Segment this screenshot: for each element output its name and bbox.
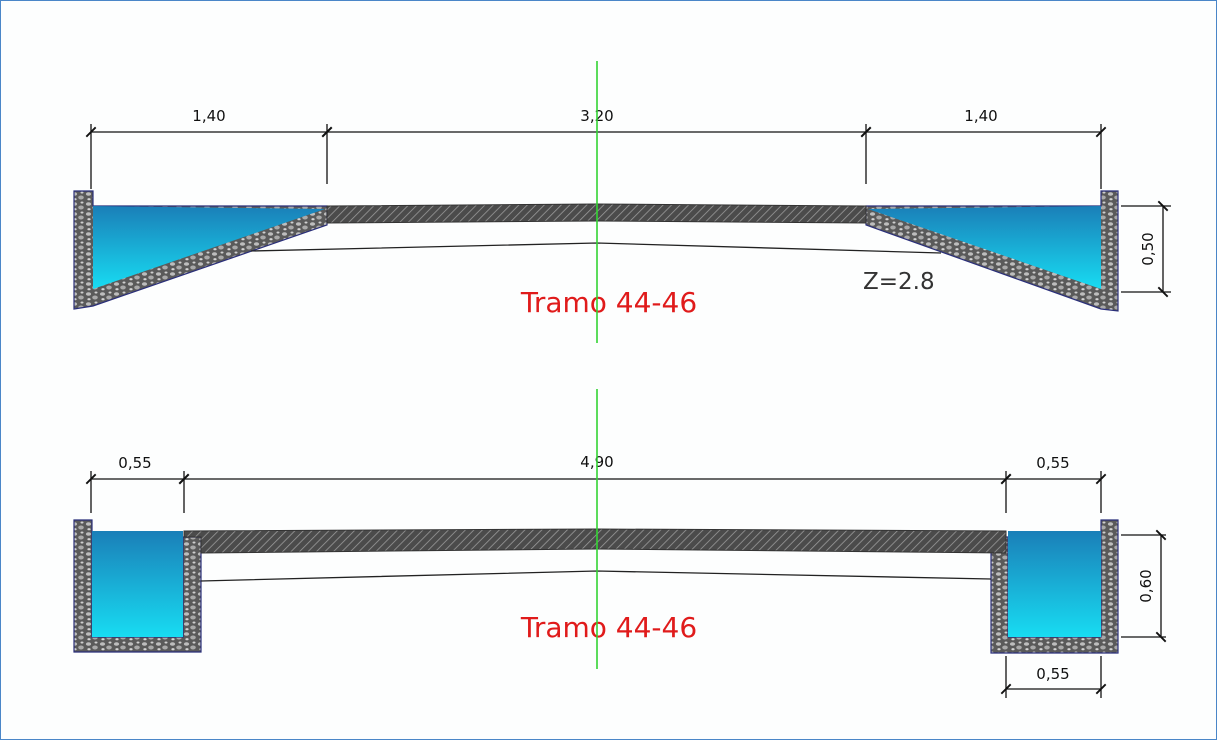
dim-label-bottom-right: 0,55 bbox=[1036, 454, 1069, 472]
road-slab-bottom bbox=[183, 528, 1007, 554]
dim-label-top-right: 1,40 bbox=[964, 107, 997, 125]
section-top: 1,40 3,20 1,40 0,50 Z=2.8 Tramo 44-46 bbox=[73, 107, 1171, 319]
section-title-top: Tramo 44-46 bbox=[520, 286, 697, 319]
dim-label-bottom-left: 0,55 bbox=[118, 454, 151, 472]
right-ditch-water bbox=[868, 206, 1101, 289]
dim-label-bottom-height: 0,60 bbox=[1137, 569, 1155, 602]
subgrade-line-bottom bbox=[200, 570, 992, 582]
dim-label-top-height: 0,50 bbox=[1139, 232, 1157, 265]
left-ditch-water bbox=[93, 206, 325, 289]
section-title-bottom: Tramo 44-46 bbox=[520, 611, 697, 644]
top-extension-lines bbox=[90, 124, 1102, 189]
bottom-extension-lines bbox=[90, 471, 1102, 513]
right-channel-water bbox=[1008, 531, 1101, 637]
subgrade-line-top bbox=[250, 242, 942, 254]
section-bottom: 0,55 4,90 0,55 0,60 0,55 Tramo 44-46 bbox=[73, 453, 1167, 698]
left-channel-water bbox=[92, 531, 183, 637]
dim-label-top-left: 1,40 bbox=[192, 107, 225, 125]
dim-label-channel-width: 0,55 bbox=[1036, 665, 1069, 683]
elevation-label: Z=2.8 bbox=[863, 269, 935, 295]
